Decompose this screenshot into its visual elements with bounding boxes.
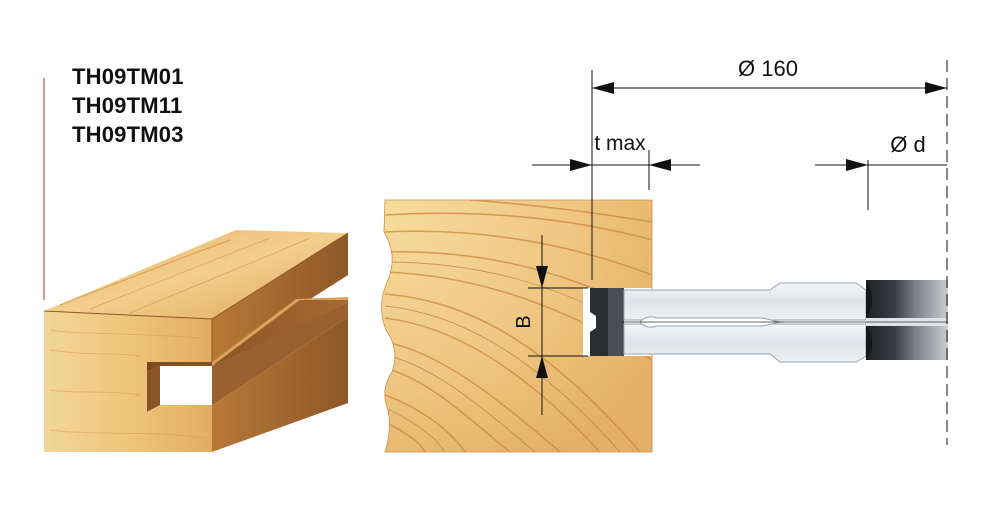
- product-code-list: TH09TM01 TH09TM11 TH09TM03: [72, 62, 184, 149]
- slot-height-label: B: [513, 315, 535, 328]
- accent-vertical-line: [43, 78, 45, 300]
- product-code: TH09TM01: [72, 64, 184, 89]
- dimension-annotations: [528, 60, 948, 445]
- tmax-label: t max: [594, 132, 646, 155]
- wood-piece-3d: [43, 230, 349, 452]
- product-code: TH09TM11: [72, 93, 183, 118]
- product-code: TH09TM03: [72, 122, 184, 147]
- diameter-label: Ø 160: [738, 56, 798, 81]
- bore-label: Ø d: [890, 132, 925, 157]
- wood-block-section: [381, 199, 653, 453]
- cutter-tool: [590, 280, 948, 363]
